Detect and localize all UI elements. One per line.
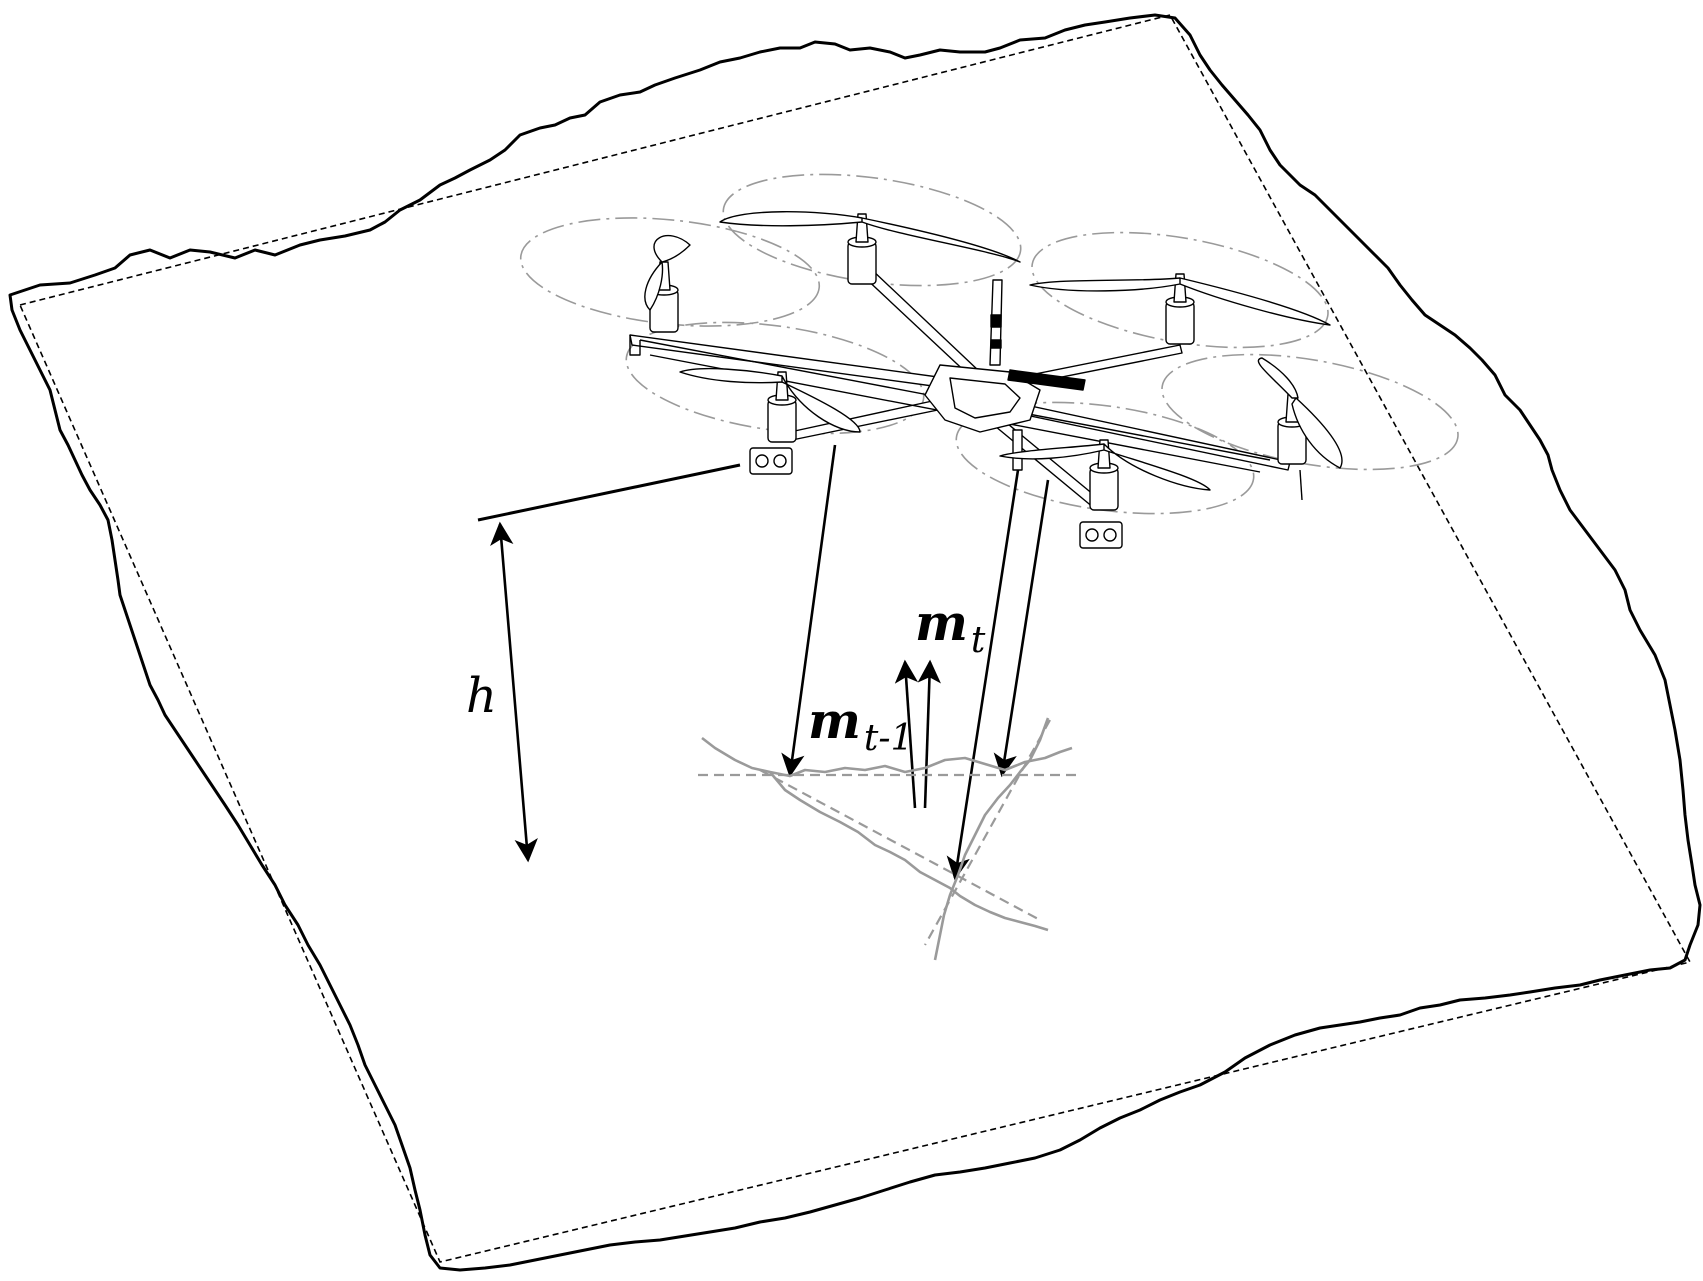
label-h: h [466,668,497,724]
drone-sensor-rod [1013,430,1022,470]
label-m-t-sub: t [971,620,986,661]
label-m-t: mt [915,593,986,661]
camera-pod-1 [750,448,792,474]
drone-arm-1 [630,335,962,390]
drone-leg-2 [1300,470,1302,500]
ray-down-2 [955,470,1018,878]
measurement-rays [790,445,1048,878]
label-m-t-base: m [915,593,968,652]
label-m-t1-sub: t-1 [864,718,914,759]
drone [630,212,1342,548]
ground-plane-dashed [20,15,1690,1262]
height-reference-line [478,465,740,520]
ray-up-m-t [925,662,930,808]
ground-surface-outline [10,15,1700,1270]
label-m-t1: mt-1 [808,691,913,759]
camera-pod-2 [1080,522,1122,548]
drone-antenna-band-2 [991,340,1001,348]
fit-line-diagonal [760,770,1040,920]
drone-arm-2 [862,268,980,378]
drone-antenna-band-1 [991,315,1001,327]
label-m-t1-base: m [808,691,861,750]
height-arrow [500,524,528,860]
